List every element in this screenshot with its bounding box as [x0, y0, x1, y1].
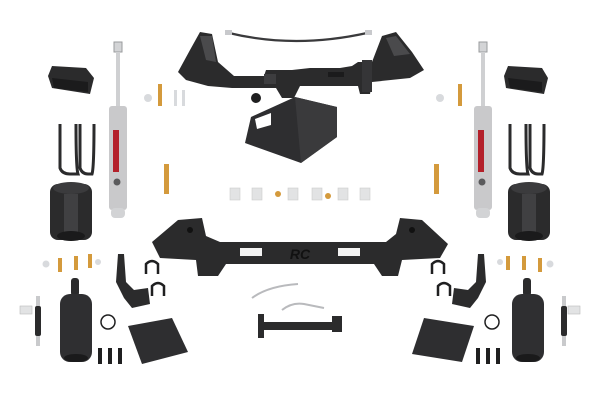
bracket-plate-right: [408, 316, 478, 366]
hardware-cluster: [428, 164, 448, 200]
bracket-plate-left: [124, 316, 194, 366]
brake-hose-right: [548, 296, 582, 348]
rc-logo: RC: [290, 246, 311, 262]
small-u-bolts-left: [142, 259, 172, 300]
sway-bar-bracket-left: [110, 252, 156, 312]
hardware-cluster: [42, 252, 102, 282]
rear-crossmember: RC: [150, 200, 450, 278]
lift-block-left: [48, 64, 96, 96]
hardware-cluster: [156, 164, 176, 200]
bump-stop-right: [510, 278, 546, 364]
steering-link-bar: [258, 312, 348, 352]
brake-line: [225, 25, 375, 45]
bump-stop-left: [58, 278, 94, 364]
hard-brake-lines: [248, 278, 328, 318]
bolts-right: [474, 348, 504, 368]
shock-absorber-right: [468, 41, 498, 222]
u-bolts-right: [504, 123, 548, 176]
brake-hose-left: [19, 296, 54, 348]
front-crossmember: [172, 22, 432, 103]
bolts-left: [96, 348, 126, 368]
spacer-right: [506, 180, 552, 244]
retaining-ring-right: [482, 312, 502, 332]
hardware-cluster: [428, 84, 488, 124]
skid-plate: [243, 97, 363, 167]
u-bolts-left: [54, 123, 98, 176]
shock-absorber-left: [103, 41, 133, 222]
hardware-cluster: [496, 252, 556, 282]
lift-block-right: [502, 64, 550, 96]
spacer-left: [48, 180, 94, 244]
sway-bar-bracket-right: [446, 252, 492, 312]
clip-nuts-row: [226, 184, 376, 204]
hardware-cluster: [144, 84, 228, 124]
retaining-ring-left: [98, 312, 118, 332]
small-u-bolts-right: [428, 259, 458, 300]
